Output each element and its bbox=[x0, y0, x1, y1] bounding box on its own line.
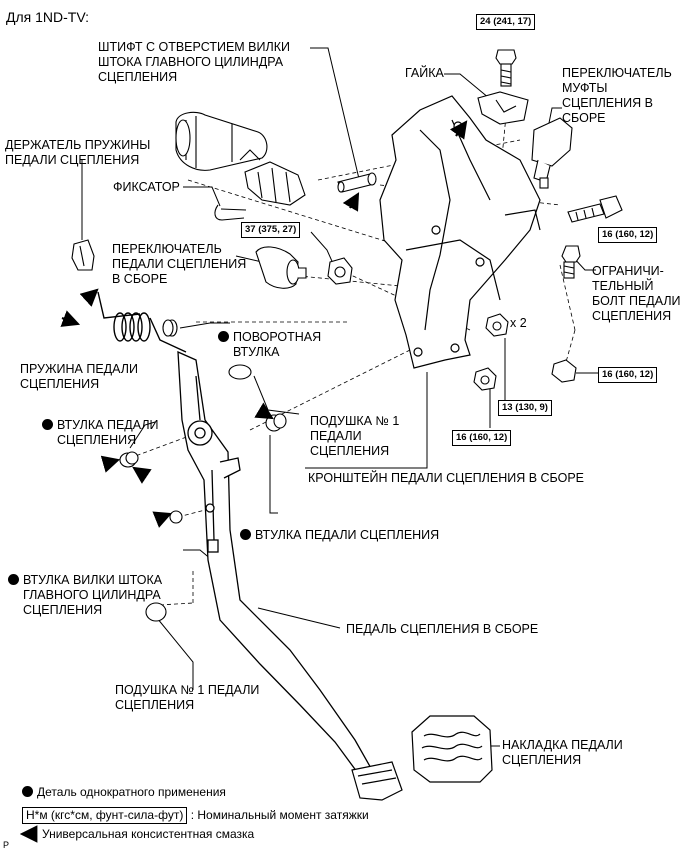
non-reusable-dot bbox=[8, 574, 19, 585]
legend-torque-box: Н*м (кгс*см, фунт-сила-фут) bbox=[22, 807, 188, 824]
label-clevis-bushing: ВТУЛКА ВИЛКИ ШТОКА ГЛАВНОГО ЦИЛИНДРА СЦЕ… bbox=[8, 558, 162, 618]
stopper-bolt-part bbox=[561, 245, 581, 279]
clevis-assembly bbox=[175, 111, 306, 206]
label-nut: ГАЙКА bbox=[405, 66, 444, 80]
label-stopper-bolt: ОГРАНИЧИ- ТЕЛЬНЫЙ БОЛТ ПЕДАЛИ СЦЕПЛЕНИЯ bbox=[592, 264, 681, 323]
legend-non-reusable-text: Деталь однократного применения bbox=[37, 785, 226, 799]
torque-box-lower-nut: 16 (160, 12) bbox=[452, 430, 512, 446]
leader-lines bbox=[81, 47, 598, 747]
clip-part bbox=[214, 204, 247, 221]
label-x2: x 2 bbox=[510, 316, 527, 330]
label-spring-holder: ДЕРЖАТЕЛЬ ПРУЖИНЫ ПЕДАЛИ СЦЕПЛЕНИЯ bbox=[5, 138, 151, 167]
legend-grease: Универсальная консистентная смазка bbox=[42, 827, 255, 841]
cushion-parts bbox=[145, 364, 252, 622]
top-bolt-part bbox=[495, 49, 517, 87]
label-pedal-assy: ПЕДАЛЬ СЦЕПЛЕНИЯ В СБОРЕ bbox=[346, 622, 539, 636]
right-bolt-part bbox=[567, 195, 623, 223]
pedal-bracket-part bbox=[379, 95, 541, 369]
footer-mark: P bbox=[3, 840, 10, 850]
clutch-switch-part bbox=[531, 117, 573, 189]
clevis-pin-part bbox=[337, 172, 377, 193]
label-pedal-bushing-mid: ВТУЛКА ПЕДАЛИ СЦЕПЛЕНИЯ bbox=[240, 513, 439, 543]
bushing-parts bbox=[119, 413, 287, 524]
label-bracket: КРОНШТЕЙН ПЕДАЛИ СЦЕПЛЕНИЯ В СБОРЕ bbox=[308, 471, 585, 485]
torque-box-bracket-nuts: 13 (130, 9) bbox=[498, 400, 552, 416]
label-cushion-1: ПОДУШКА № 1 ПЕДАЛИ СЦЕПЛЕНИЯ bbox=[310, 414, 400, 458]
label-pedal-bushing-left-text: ВТУЛКА ПЕДАЛИ СЦЕПЛЕНИЯ bbox=[57, 418, 159, 447]
grease-arrows bbox=[60, 120, 468, 528]
label-cushion-1-lower: ПОДУШКА № 1 ПЕДАЛИ СЦЕПЛЕНИЯ bbox=[115, 683, 260, 712]
label-spring: ПРУЖИНА ПЕДАЛИ СЦЕПЛЕНИЯ bbox=[20, 362, 138, 391]
label-turn-bushing: ПОВОРОТНАЯ ВТУЛКА bbox=[218, 315, 321, 360]
label-clip: ФИКСАТОР bbox=[113, 180, 180, 194]
label-pedal-bushing-mid-text: ВТУЛКА ПЕДАЛИ СЦЕПЛЕНИЯ bbox=[255, 528, 440, 542]
pedal-foot-part bbox=[351, 761, 403, 801]
non-reusable-dot bbox=[218, 331, 229, 342]
label-turn-bushing-text: ПОВОРОТНАЯ ВТУЛКА bbox=[233, 330, 322, 359]
nut-part bbox=[477, 91, 529, 125]
label-clevis-pin: ШТИФТ С ОТВЕРСТИЕМ ВИЛКИ ШТОКА ГЛАВНОГО … bbox=[98, 40, 290, 84]
spring-holder-part bbox=[71, 239, 95, 271]
pedal-switch-part bbox=[255, 246, 307, 289]
label-pedal-switch: ПЕРЕКЛЮЧАТЕЛЬ ПЕДАЛИ СЦЕПЛЕНИЯ В СБОРЕ bbox=[112, 242, 247, 286]
torque-box-top-bolt: 24 (241, 17) bbox=[476, 14, 536, 30]
label-clutch-switch: ПЕРЕКЛЮЧАТЕЛЬ МУФТЫ СЦЕПЛЕНИЯ В СБОРЕ bbox=[562, 66, 672, 125]
turn-bushing-part bbox=[162, 319, 178, 337]
label-clevis-bushing-text: ВТУЛКА ВИЛКИ ШТОКА ГЛАВНОГО ЦИЛИНДРА СЦЕ… bbox=[23, 573, 163, 617]
label-pedal-pad: НАКЛАДКА ПЕДАЛИ СЦЕПЛЕНИЯ bbox=[502, 738, 623, 767]
torque-box-stopper-nut: 16 (160, 12) bbox=[598, 367, 658, 383]
legend-non-reusable: Деталь однократного применения bbox=[22, 785, 226, 800]
legend-torque: Н*м (кгс*см, фунт-сила-фут) : Номинальны… bbox=[22, 807, 369, 824]
model-header: Для 1ND-TV: bbox=[6, 9, 90, 25]
label-pedal-bushing-left: ВТУЛКА ПЕДАЛИ СЦЕПЛЕНИЯ bbox=[42, 403, 159, 448]
non-reusable-dot bbox=[42, 419, 53, 430]
nuts bbox=[327, 257, 577, 391]
non-reusable-dot bbox=[240, 529, 251, 540]
torque-box-pedal-switch-nut: 37 (375, 27) bbox=[241, 222, 301, 238]
non-reusable-dot bbox=[22, 786, 33, 797]
torque-box-right-bolt: 16 (160, 12) bbox=[598, 227, 658, 243]
pedal-pad-part bbox=[411, 715, 493, 783]
legend-torque-desc: : Номинальный момент затяжки bbox=[190, 808, 369, 822]
spring-part bbox=[97, 291, 187, 353]
